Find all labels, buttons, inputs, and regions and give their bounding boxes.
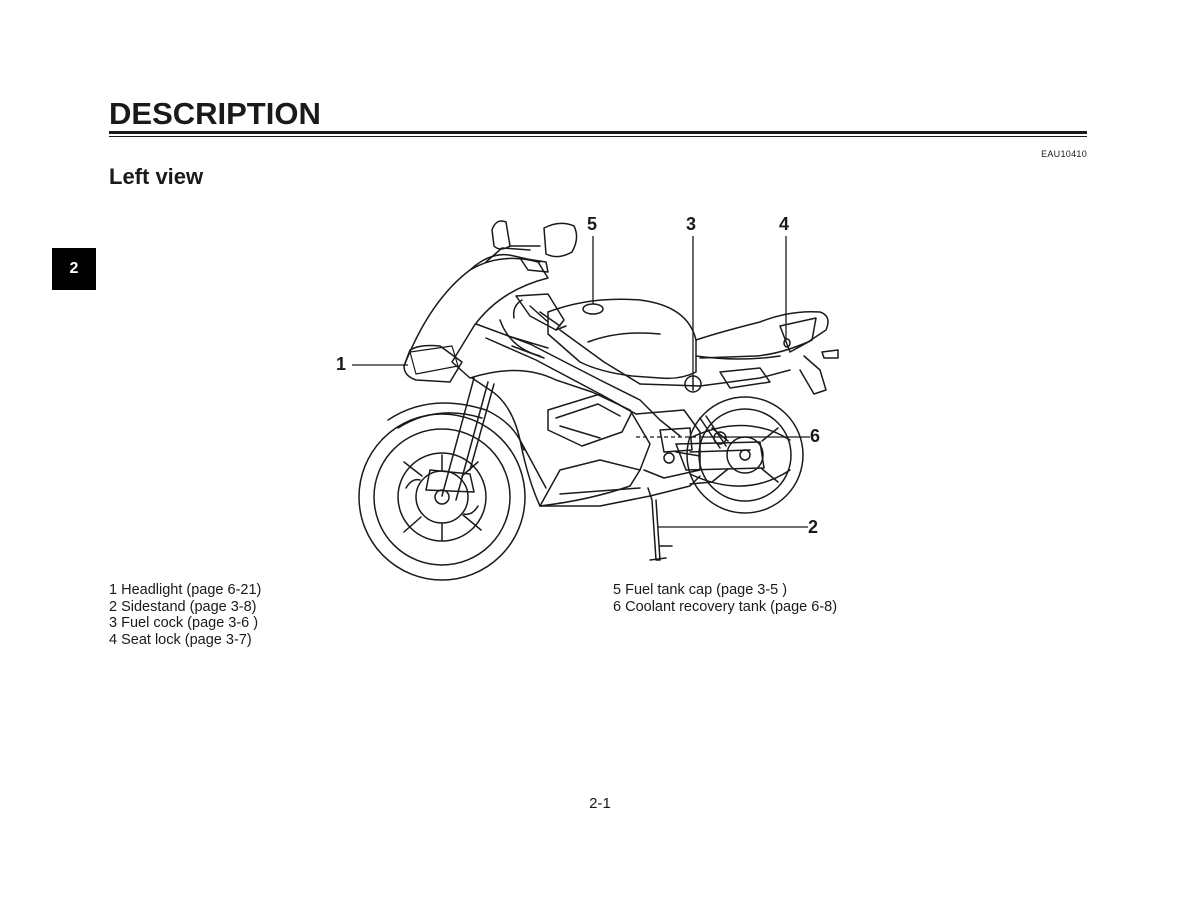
legend-item-fuel-cock: 3 Fuel cock (page 3-6 ) [109,615,259,631]
page-number: 2-1 [589,795,611,812]
legend-item-seat-lock: 4 Seat lock (page 3-7) [109,631,252,648]
engine [635,409,701,479]
swingarm [675,441,765,471]
title-rule-thick [109,131,1087,134]
frame [475,323,681,437]
fairing [403,257,651,507]
callout-5: 5 [587,214,597,234]
sidestand [647,487,661,561]
callout-2: 2 [808,517,818,537]
front-forks [425,377,495,501]
subsection-title: Left view [109,164,204,189]
callout-6: 6 [810,426,820,446]
legend-right: 5 Fuel tank cap (page 3-5 ) 6 Coolant re… [613,582,837,615]
fuel-tank-cap [582,303,604,315]
legend-item-headlight: 1 Headlight (page 6-21) [109,582,262,598]
callout-1: 1 [336,354,346,374]
front-wheel [358,413,526,581]
legend-left: 1 Headlight (page 6-21) 2 Sidestand (pag… [109,582,261,648]
seat-lock [783,338,791,348]
section-title: DESCRIPTION [109,96,321,131]
title-rule-thin [109,136,1087,137]
seat [695,310,829,359]
mirrors [491,220,578,273]
windscreen [469,253,541,271]
headlight [409,345,459,375]
tail-cowl [779,317,817,353]
chapter-tab[interactable]: 2 [52,248,96,290]
legend-item-sidestand: 2 Sidestand (page 3-8) [109,598,257,615]
coolant-recovery-tank [663,452,675,464]
callout-3: 3 [686,214,696,234]
document-code: EAU10410 [1041,149,1087,159]
legend-item-coolant-recovery-tank: 6 Coolant recovery tank (page 6-8) [613,598,838,615]
callout-4: 4 [779,214,789,234]
rear-wheel [686,396,804,514]
legend-item-fuel-tank-cap: 5 Fuel tank cap (page 3-5 ) [613,582,788,598]
fuel-tank [547,298,697,380]
handlebars [499,293,567,359]
